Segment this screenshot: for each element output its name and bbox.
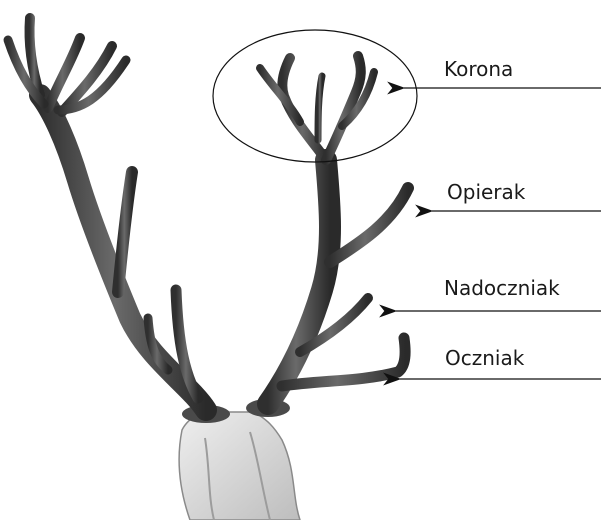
right-antler [260, 56, 408, 404]
label-oczniak: Oczniak [445, 348, 524, 368]
pointer-arrows [396, 88, 601, 379]
label-nadoczniak: Nadoczniak [444, 278, 560, 298]
label-opierak: Opierak [447, 182, 525, 202]
skull-base [179, 412, 300, 520]
label-korona: Korona [444, 59, 513, 79]
left-antler [8, 18, 206, 410]
